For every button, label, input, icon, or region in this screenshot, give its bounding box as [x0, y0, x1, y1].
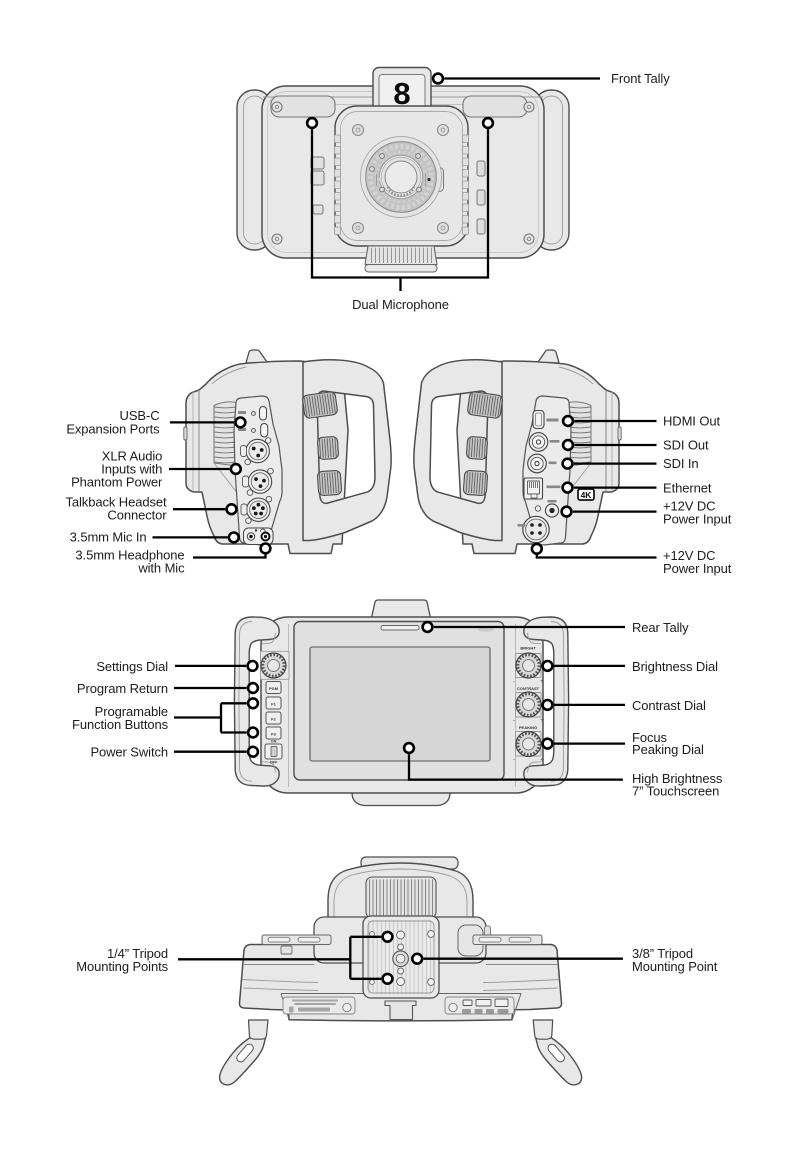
- svg-text:Settings Dial: Settings Dial: [96, 659, 168, 674]
- svg-text:-: -: [513, 718, 515, 724]
- svg-text:Talkback Headset: Talkback Headset: [65, 495, 166, 510]
- svg-text:Connector: Connector: [107, 508, 167, 523]
- svg-text:+12V DC: +12V DC: [663, 498, 715, 513]
- svg-text:7” Touchscreen: 7” Touchscreen: [632, 783, 719, 798]
- svg-text:Brightness Dial: Brightness Dial: [632, 659, 718, 674]
- svg-text:-: -: [513, 679, 515, 685]
- svg-text:F3: F3: [271, 731, 276, 736]
- svg-text:1/4” Tripod: 1/4” Tripod: [107, 946, 168, 961]
- svg-text:Power Input: Power Input: [663, 561, 732, 576]
- svg-text:Ethernet: Ethernet: [663, 481, 712, 496]
- svg-text:Program Return: Program Return: [77, 681, 168, 696]
- svg-text:+: +: [540, 718, 544, 724]
- svg-text:3/8” Tripod: 3/8” Tripod: [632, 946, 693, 961]
- svg-text:Power Input: Power Input: [663, 511, 732, 526]
- svg-text:PGM: PGM: [269, 686, 279, 691]
- svg-text:Function Buttons: Function Buttons: [72, 717, 169, 732]
- svg-text:Dual Microphone: Dual Microphone: [352, 297, 449, 312]
- svg-text:BRIGHT: BRIGHT: [520, 646, 536, 651]
- svg-text:PEAKING: PEAKING: [519, 725, 537, 730]
- svg-text:with Mic: with Mic: [137, 560, 185, 575]
- svg-text:Programable: Programable: [95, 704, 168, 719]
- svg-text:Mounting Points: Mounting Points: [76, 959, 168, 974]
- svg-text:F2: F2: [271, 716, 276, 721]
- svg-text:High Brightness: High Brightness: [632, 771, 723, 786]
- svg-text:Phantom Power: Phantom Power: [71, 474, 163, 489]
- svg-text:OFF: OFF: [270, 761, 278, 765]
- svg-text:Expansion Ports: Expansion Ports: [66, 421, 160, 436]
- svg-text:ON: ON: [271, 740, 277, 744]
- svg-text:-: -: [513, 758, 515, 764]
- svg-text:XLR Audio: XLR Audio: [102, 448, 163, 463]
- svg-text:Mounting Point: Mounting Point: [632, 959, 718, 974]
- svg-text:+: +: [540, 679, 544, 685]
- svg-text:8: 8: [393, 76, 410, 111]
- svg-text:SDI In: SDI In: [663, 456, 699, 471]
- svg-text:Inputs with: Inputs with: [101, 461, 162, 476]
- svg-text:4K: 4K: [581, 490, 593, 500]
- svg-text:Power Switch: Power Switch: [90, 745, 168, 760]
- svg-text:HDMI Out: HDMI Out: [663, 413, 720, 428]
- svg-text:SDI Out: SDI Out: [663, 437, 709, 452]
- svg-text:3.5mm Headphone: 3.5mm Headphone: [75, 547, 184, 562]
- svg-text:Rear Tally: Rear Tally: [632, 620, 689, 635]
- svg-text:USB-C: USB-C: [120, 408, 160, 423]
- svg-text:3.5mm Mic In: 3.5mm Mic In: [70, 530, 147, 545]
- svg-text:CONTRAST: CONTRAST: [517, 686, 540, 691]
- svg-text:F1: F1: [271, 701, 276, 706]
- svg-text:Peaking Dial: Peaking Dial: [632, 742, 704, 757]
- svg-text:+12V DC: +12V DC: [663, 548, 715, 563]
- svg-text:Focus: Focus: [632, 730, 668, 745]
- svg-text:Front Tally: Front Tally: [611, 71, 670, 86]
- svg-text:+: +: [540, 758, 544, 764]
- svg-text:Contrast Dial: Contrast Dial: [632, 698, 706, 713]
